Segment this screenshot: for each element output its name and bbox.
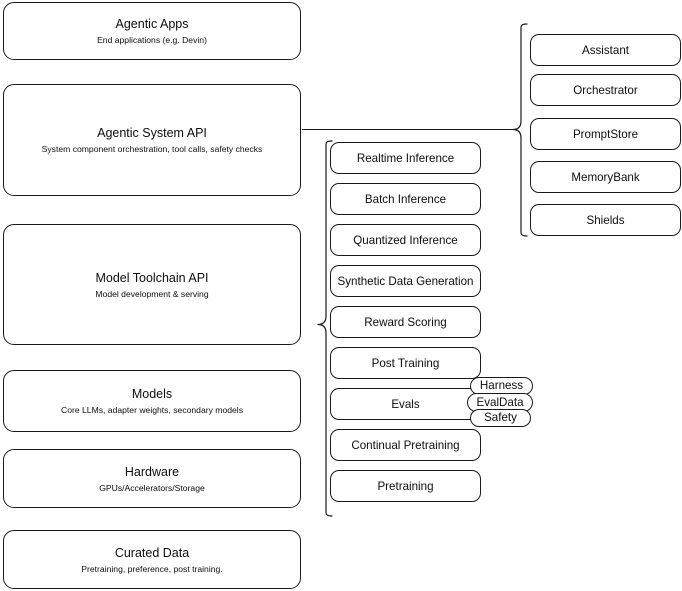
system-box-assistant[interactable]: Assistant (530, 34, 681, 66)
toolchain-label: Pretraining (377, 479, 434, 493)
toolchain-box-quantized-inference[interactable]: Quantized Inference (330, 224, 481, 256)
layer-subtitle: Pretraining, preference, post training. (81, 563, 223, 574)
system-box-shields[interactable]: Shields (530, 204, 681, 236)
system-label: Assistant (581, 43, 630, 57)
toolchain-label: Post Training (371, 356, 440, 370)
layer-box-agentic-apps[interactable]: Agentic Apps End applications (e.g. Devi… (3, 2, 301, 60)
layer-box-agentic-system-api[interactable]: Agentic System API System component orch… (3, 84, 301, 196)
layer-title: Model Toolchain API (95, 270, 209, 285)
layer-title: Agentic Apps (115, 17, 189, 31)
layer-title: Curated Data (114, 545, 190, 560)
layer-subtitle: End applications (e.g. Devin) (97, 35, 207, 45)
toolchain-label: Batch Inference (364, 192, 447, 206)
system-label: Orchestrator (573, 83, 638, 97)
toolchain-box-realtime-inference[interactable]: Realtime Inference (330, 142, 481, 174)
layer-subtitle: GPUs/Accelerators/Storage (99, 482, 205, 493)
toolchain-box-synthetic-data-generation[interactable]: Synthetic Data Generation (330, 265, 481, 297)
toolchain-box-continual-pretraining[interactable]: Continual Pretraining (330, 429, 481, 461)
system-box-memorybank[interactable]: MemoryBank (530, 161, 681, 193)
layer-subtitle: Model development & serving (95, 288, 209, 299)
evals-tag-harness[interactable]: Harness (470, 377, 533, 395)
toolchain-label: Reward Scoring (364, 315, 447, 329)
toolchain-box-evals[interactable]: Evals (330, 388, 481, 420)
layer-box-models[interactable]: Models Core LLMs, adapter weights, secon… (3, 370, 301, 432)
layer-subtitle: Core LLMs, adapter weights, secondary mo… (61, 405, 243, 415)
toolchain-box-pretraining[interactable]: Pretraining (330, 470, 481, 502)
brace-system-components (507, 22, 531, 242)
layer-title: Hardware (124, 464, 180, 479)
system-label: MemoryBank (571, 170, 640, 184)
toolchain-label: Evals (391, 397, 420, 411)
toolchain-label: Continual Pretraining (351, 438, 460, 452)
toolchain-label: Quantized Inference (353, 233, 458, 247)
toolchain-label: Synthetic Data Generation (337, 274, 474, 288)
layer-title: Models (131, 387, 173, 401)
system-box-promptstore[interactable]: PromptStore (530, 118, 681, 150)
system-box-orchestrator[interactable]: Orchestrator (530, 74, 681, 106)
evals-tag-evaldata[interactable]: EvalData (467, 393, 533, 412)
toolchain-label: Realtime Inference (356, 151, 455, 165)
evals-tag-safety[interactable]: Safety (470, 409, 531, 427)
system-label: Shields (586, 213, 625, 227)
toolchain-box-reward-scoring[interactable]: Reward Scoring (330, 306, 481, 338)
toolchain-box-post-training[interactable]: Post Training (330, 347, 481, 379)
layer-subtitle: System component orchestration, tool cal… (41, 144, 263, 154)
layer-box-hardware[interactable]: Hardware GPUs/Accelerators/Storage (3, 449, 301, 508)
system-label: PromptStore (572, 127, 639, 141)
layer-box-model-toolchain-api[interactable]: Model Toolchain API Model development & … (3, 224, 301, 345)
layer-box-curated-data[interactable]: Curated Data Pretraining, preference, po… (3, 530, 301, 589)
connector-system-api-to-components (300, 122, 516, 138)
toolchain-box-batch-inference[interactable]: Batch Inference (330, 183, 481, 215)
layer-title: Agentic System API (97, 126, 207, 140)
